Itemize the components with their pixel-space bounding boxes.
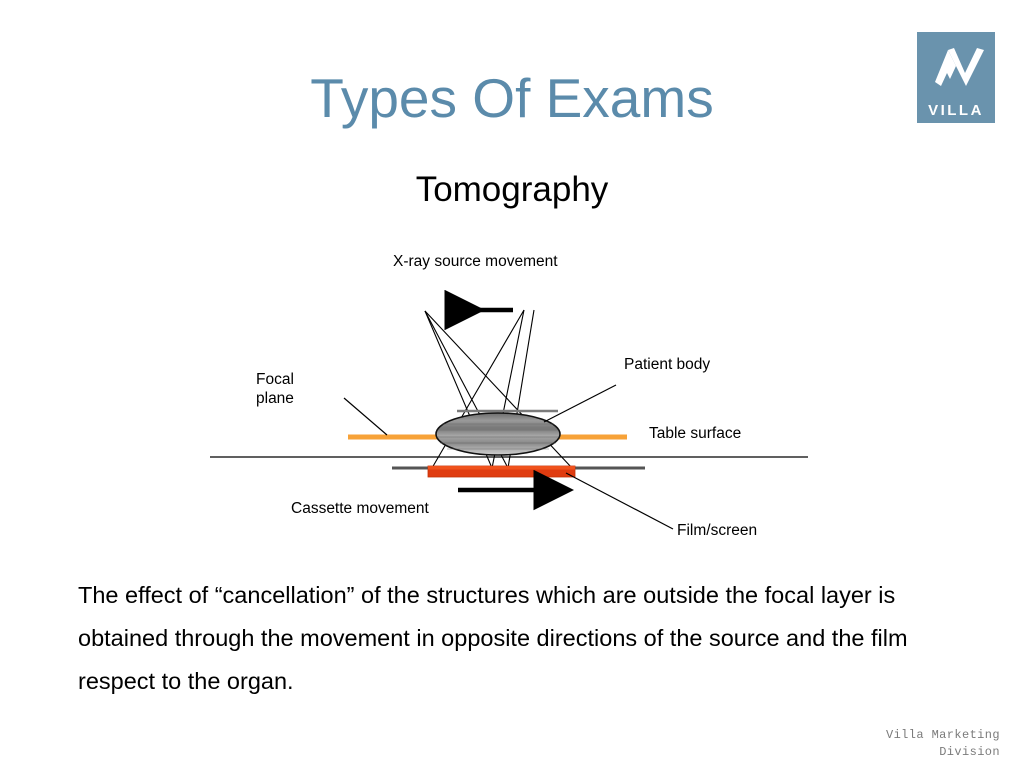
film-screen-leader: [565, 472, 674, 530]
villa-monogram-icon: [917, 32, 995, 99]
logo-wordmark: VILLA: [917, 99, 995, 123]
patient-body-ellipse: [435, 412, 561, 456]
label-focal-plane-line1: Focal: [256, 371, 294, 388]
label-focal-plane-line2: plane: [256, 390, 294, 407]
label-xray-source-movement: X-ray source movement: [393, 253, 558, 270]
patient-body-leader: [543, 384, 617, 423]
label-table-surface: Table surface: [649, 425, 742, 442]
footer-credit: Villa Marketing Division: [886, 727, 1000, 761]
page-title: Types Of Exams: [310, 67, 714, 129]
label-patient-body: Patient body: [624, 356, 711, 373]
focal-plane-leader: [343, 397, 388, 436]
tomography-diagram: [0, 240, 1024, 560]
label-film-screen: Film/screen: [677, 522, 758, 539]
page-subtitle: Tomography: [415, 170, 609, 209]
footer-line-2: Division: [939, 745, 1000, 759]
footer-line-1: Villa Marketing: [885, 728, 1000, 742]
villa-logo: VILLA: [917, 32, 995, 123]
label-focal-plane: Focal plane: [256, 370, 336, 408]
body-paragraph: The effect of “cancellation” of the stru…: [78, 582, 908, 694]
label-cassette-movement: Cassette movement: [291, 500, 429, 517]
